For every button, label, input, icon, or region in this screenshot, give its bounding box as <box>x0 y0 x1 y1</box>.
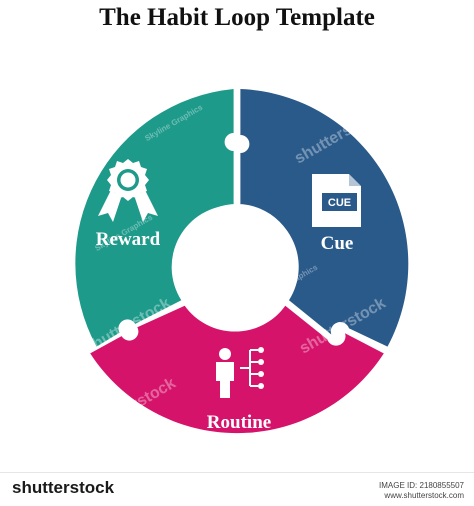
reward-segment <box>75 89 234 347</box>
footer-site: www.shutterstock.com <box>384 491 464 500</box>
routine-segment <box>90 305 384 434</box>
award-ribbon-icon <box>98 159 158 222</box>
cue-card-text: CUE <box>328 197 351 209</box>
cue-label: Cue <box>321 233 354 254</box>
person-network-icon <box>216 347 264 398</box>
habit-loop-diagram: Reward CUE Cue Routine Skyline Graphics … <box>75 89 409 434</box>
footer-bar: shutterstock IMAGE ID: 2180855507 www.sh… <box>0 472 474 506</box>
footer-logo: shutterstock <box>12 478 115 497</box>
center-hole <box>177 204 297 324</box>
document-icon: CUE <box>312 174 361 227</box>
page-title: The Habit Loop Template <box>99 4 375 31</box>
footer-image-id: IMAGE ID: 2180855507 <box>379 481 464 490</box>
reward-label: Reward <box>96 229 161 250</box>
routine-label: Routine <box>207 412 271 433</box>
